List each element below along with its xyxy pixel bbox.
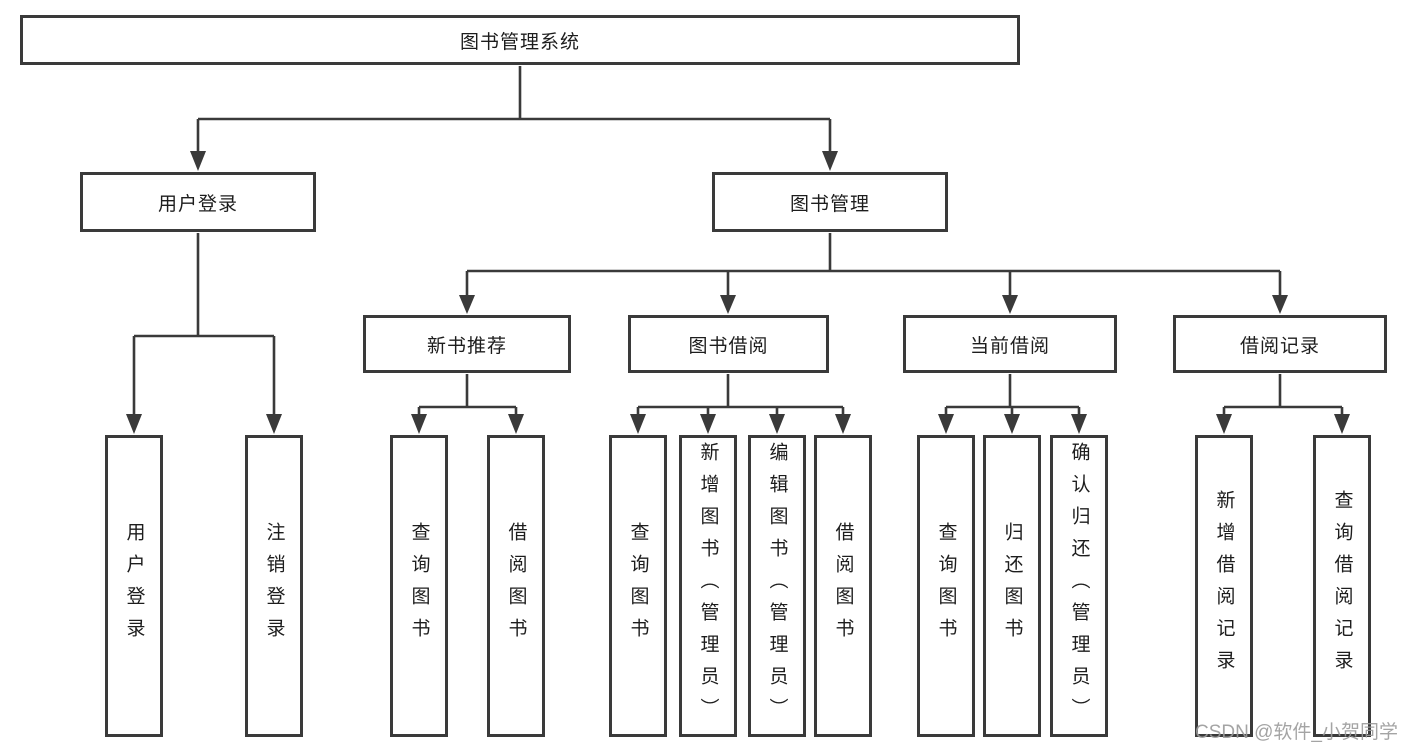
node-label: 图书管理系统 [459,31,580,53]
node-label: 查询图书 [408,522,430,650]
node-leaf-query-books-recommend: 查询图书 [390,435,448,737]
node-leaf-user-login: 用户登录 [105,435,163,737]
node-book-borrowing: 图书借阅 [628,315,829,373]
node-user-login: 用户登录 [80,172,316,232]
node-leaf-query-borrow-record: 查询借阅记录 [1313,435,1371,737]
node-leaf-return-books: 归还图书 [983,435,1041,737]
node-book-management: 图书管理 [712,172,948,232]
node-leaf-add-books-admin: 新增图书（管理员） [679,435,737,737]
node-leaf-borrow-books: 借阅图书 [814,435,872,737]
node-label: 借阅记录 [1239,335,1320,357]
node-label: 用户登录 [123,522,145,650]
node-leaf-confirm-return-admin: 确认归还（管理员） [1050,435,1108,737]
node-label: 用户登录 [157,193,238,215]
node-label: 查询借阅记录 [1331,490,1353,682]
node-label: 图书借阅 [688,335,769,357]
node-label: 查询图书 [627,522,649,650]
node-label: 查询图书 [935,522,957,650]
node-label: 借阅图书 [505,522,527,650]
node-label: 归还图书 [1001,522,1023,650]
node-label: 注销登录 [263,522,285,650]
node-leaf-borrow-books-recommend: 借阅图书 [487,435,545,737]
node-borrowing-records: 借阅记录 [1173,315,1387,373]
node-leaf-edit-books-admin: 编辑图书（管理员） [748,435,806,737]
node-leaf-query-books-borrow: 查询图书 [609,435,667,737]
node-root: 图书管理系统 [20,15,1020,65]
node-new-book-recommendation: 新书推荐 [363,315,571,373]
node-label: 图书管理 [789,193,870,215]
node-label: 当前借阅 [969,335,1050,357]
node-leaf-logout-login: 注销登录 [245,435,303,737]
node-leaf-add-borrow-record: 新增借阅记录 [1195,435,1253,737]
node-current-borrowing: 当前借阅 [903,315,1117,373]
node-label: 编辑图书（管理员） [766,442,788,730]
node-leaf-query-books-current: 查询图书 [917,435,975,737]
node-label: 新增借阅记录 [1213,490,1235,682]
node-label: 新增图书（管理员） [697,442,719,730]
node-label: 确认归还（管理员） [1068,442,1090,730]
node-label: 新书推荐 [426,335,507,357]
node-label: 借阅图书 [832,522,854,650]
watermark: CSDN @软件_小贺同学 [1195,722,1398,743]
